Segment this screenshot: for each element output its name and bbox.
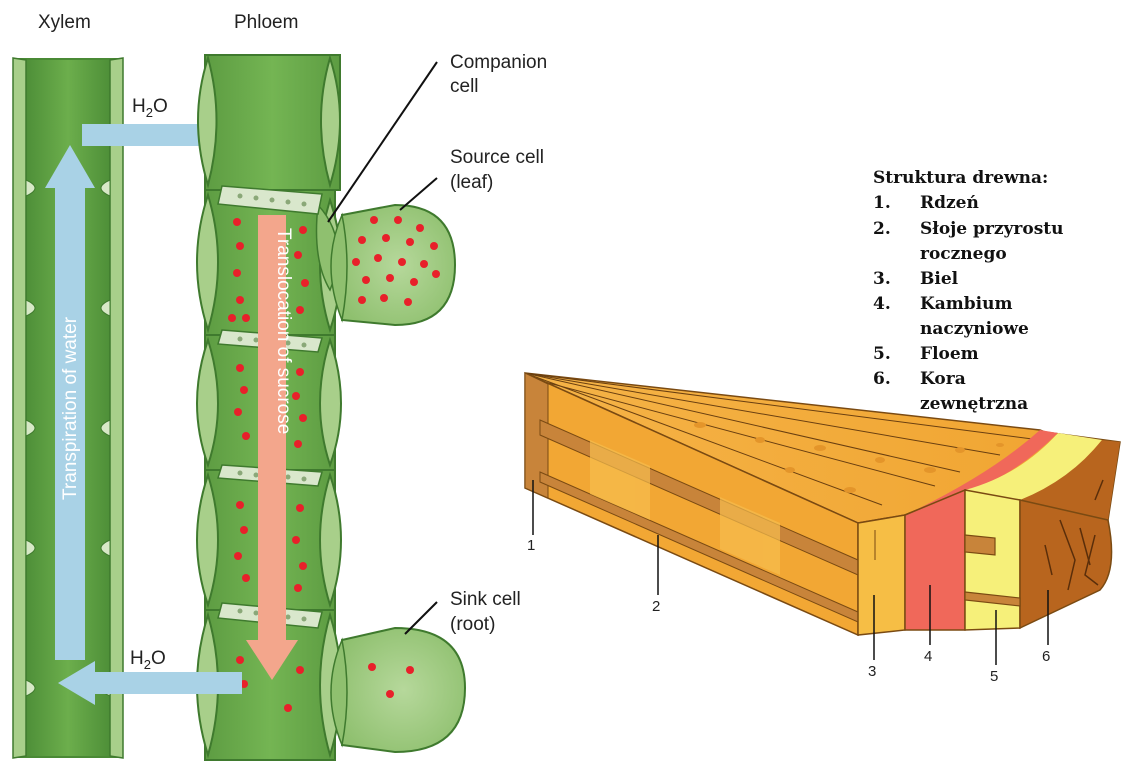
- legend-item-4b: naczyniowe: [920, 319, 1029, 339]
- companion-cell-label-1: Companion: [450, 52, 547, 73]
- legend-num-6: 6.: [873, 369, 891, 389]
- callout-4: 4: [924, 648, 932, 665]
- wood-callout-lines: [532, 480, 1049, 665]
- source-cell-label-2: (leaf): [450, 172, 493, 193]
- translocation-arrow: Translocation of sucrose: [246, 215, 298, 680]
- translocation-label: Translocation of sucrose: [273, 228, 294, 434]
- wood-legend: Struktura drewna: 1. Rdzeń 2. Słoje przy…: [873, 168, 1064, 414]
- legend-item-1: Rdzeń: [920, 193, 979, 213]
- sink-cell-label-1: Sink cell: [450, 589, 521, 610]
- callout-2: 2: [652, 598, 660, 615]
- transpiration-arrow: Transpiration of water: [45, 145, 95, 660]
- legend-item-2: Słoje przyrostu: [920, 219, 1064, 239]
- legend-num-5: 5.: [873, 344, 891, 364]
- legend-item-6b: zewnętrzna: [920, 394, 1028, 414]
- wood-wedge: [524, 371, 1121, 637]
- legend-num-3: 3.: [873, 269, 891, 289]
- wood-diagram: Struktura drewna: 1. Rdzeń 2. Słoje przy…: [524, 168, 1121, 685]
- sink-cell: [330, 626, 467, 754]
- legend-num-4: 4.: [873, 294, 891, 314]
- transpiration-label: Transpiration of water: [60, 316, 81, 500]
- legend-item-2b: rocznego: [920, 244, 1007, 264]
- source-cell: [330, 203, 457, 327]
- legend-item-5: Floem: [920, 344, 979, 364]
- sucrose-dots: [228, 218, 309, 712]
- callout-3: 3: [868, 663, 876, 680]
- h2o-label-bottom: H2O: [130, 648, 166, 672]
- phloem-title: Phloem: [234, 12, 298, 33]
- callout-6: 6: [1042, 648, 1050, 665]
- legend-num-1: 1.: [873, 193, 891, 213]
- h2o-arrow-bottom: H2O: [58, 648, 242, 705]
- phloem-diagram: Xylem Phloem Transpiration of water: [12, 12, 547, 761]
- legend-item-4: Kambium: [920, 294, 1012, 314]
- legend-item-3: Biel: [920, 269, 959, 289]
- legend-item-6: Kora: [920, 369, 966, 389]
- phloem-callout-lines: [327, 61, 438, 635]
- callout-1: 1: [527, 537, 535, 554]
- sink-cell-label-2: (root): [450, 614, 495, 635]
- xylem-title: Xylem: [38, 12, 91, 33]
- source-cell-label-1: Source cell: [450, 147, 544, 168]
- legend-num-2: 2.: [873, 219, 891, 239]
- legend-title: Struktura drewna:: [873, 168, 1048, 188]
- callout-5: 5: [990, 668, 998, 685]
- companion-cell-label-2: cell: [450, 76, 479, 97]
- h2o-label-top: H2O: [132, 96, 168, 120]
